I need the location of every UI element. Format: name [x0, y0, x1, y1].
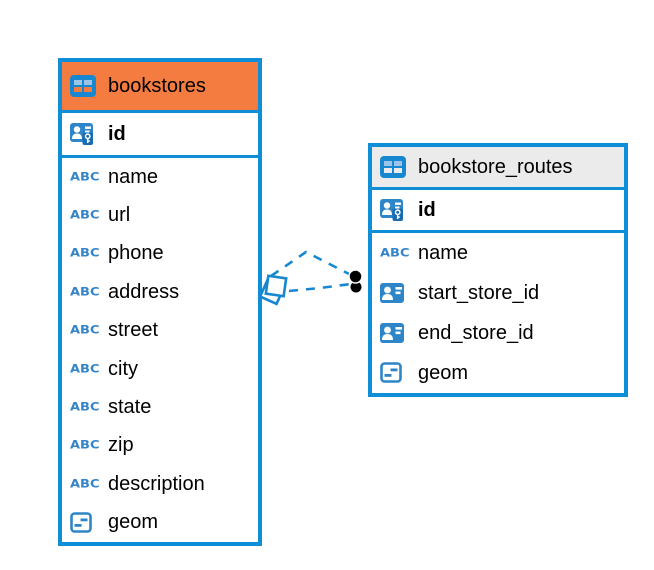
table-bookstore-routes-header[interactable]: bookstore_routes — [372, 147, 624, 190]
column-label: city — [108, 357, 138, 380]
object-type-icon — [70, 511, 100, 534]
primary-key-icon — [380, 199, 410, 221]
column-label: url — [108, 204, 131, 227]
column-label: id — [108, 122, 126, 145]
column-row[interactable]: geom — [372, 353, 624, 393]
column-row[interactable]: ABC name — [372, 233, 624, 273]
table-bookstores-header[interactable]: bookstores — [62, 62, 258, 113]
text-type-icon: ABC — [70, 400, 100, 415]
column-label: state — [108, 396, 152, 419]
column-label: description — [108, 472, 205, 495]
column-label: zip — [108, 434, 134, 457]
column-row[interactable]: start_store_id — [372, 273, 624, 313]
text-type-icon: ABC — [70, 285, 100, 300]
column-row[interactable]: ABC address — [62, 273, 258, 311]
foreign-key-icon — [380, 322, 410, 344]
column-row[interactable]: end_store_id — [372, 313, 624, 353]
relationship-line-2 — [288, 282, 352, 293]
text-type-icon: ABC — [70, 324, 100, 338]
column-label: id — [418, 198, 436, 221]
column-label: address — [108, 280, 180, 303]
table-icon — [70, 75, 100, 97]
primary-key-icon — [70, 123, 100, 145]
one-side-diamond-marker — [258, 274, 288, 306]
column-label: name — [108, 165, 159, 188]
relationship-line-1 — [270, 250, 352, 278]
text-type-icon: ABC — [70, 170, 100, 184]
text-type-icon: ABC — [380, 246, 410, 260]
column-row[interactable]: ABC name — [62, 158, 258, 196]
column-label: geom — [418, 361, 469, 384]
column-row-id[interactable]: id — [62, 113, 258, 158]
column-label: start_store_id — [418, 281, 540, 304]
many-side-dot-markers — [348, 269, 363, 293]
column-label: phone — [108, 242, 164, 265]
text-type-icon: ABC — [70, 439, 100, 453]
text-type-icon: ABC — [70, 247, 100, 261]
foreign-key-icon — [380, 282, 410, 304]
text-type-icon: ABC — [70, 477, 100, 492]
column-row-id[interactable]: id — [372, 190, 624, 233]
column-label: end_store_id — [418, 321, 534, 344]
text-type-icon: ABC — [70, 362, 100, 376]
table-title: bookstores — [108, 74, 206, 97]
column-row[interactable]: ABC street — [62, 312, 258, 350]
column-label: name — [418, 241, 469, 264]
column-row[interactable]: ABC description — [62, 465, 258, 503]
column-row[interactable]: ABC zip — [62, 427, 258, 465]
text-type-icon: ABC — [70, 208, 100, 223]
column-label: street — [108, 319, 159, 342]
table-bookstore-routes[interactable]: bookstore_routes id ABC name — [368, 143, 628, 397]
table-icon — [380, 156, 410, 178]
table-title: bookstore_routes — [418, 155, 573, 178]
column-label: geom — [108, 511, 159, 534]
table-bookstores[interactable]: bookstores id ABC name — [58, 58, 262, 546]
column-row[interactable]: geom — [62, 504, 258, 542]
object-type-icon — [380, 362, 410, 384]
column-row[interactable]: ABC city — [62, 350, 258, 388]
column-row[interactable]: ABC url — [62, 196, 258, 234]
column-row[interactable]: ABC phone — [62, 235, 258, 273]
column-row[interactable]: ABC state — [62, 388, 258, 426]
